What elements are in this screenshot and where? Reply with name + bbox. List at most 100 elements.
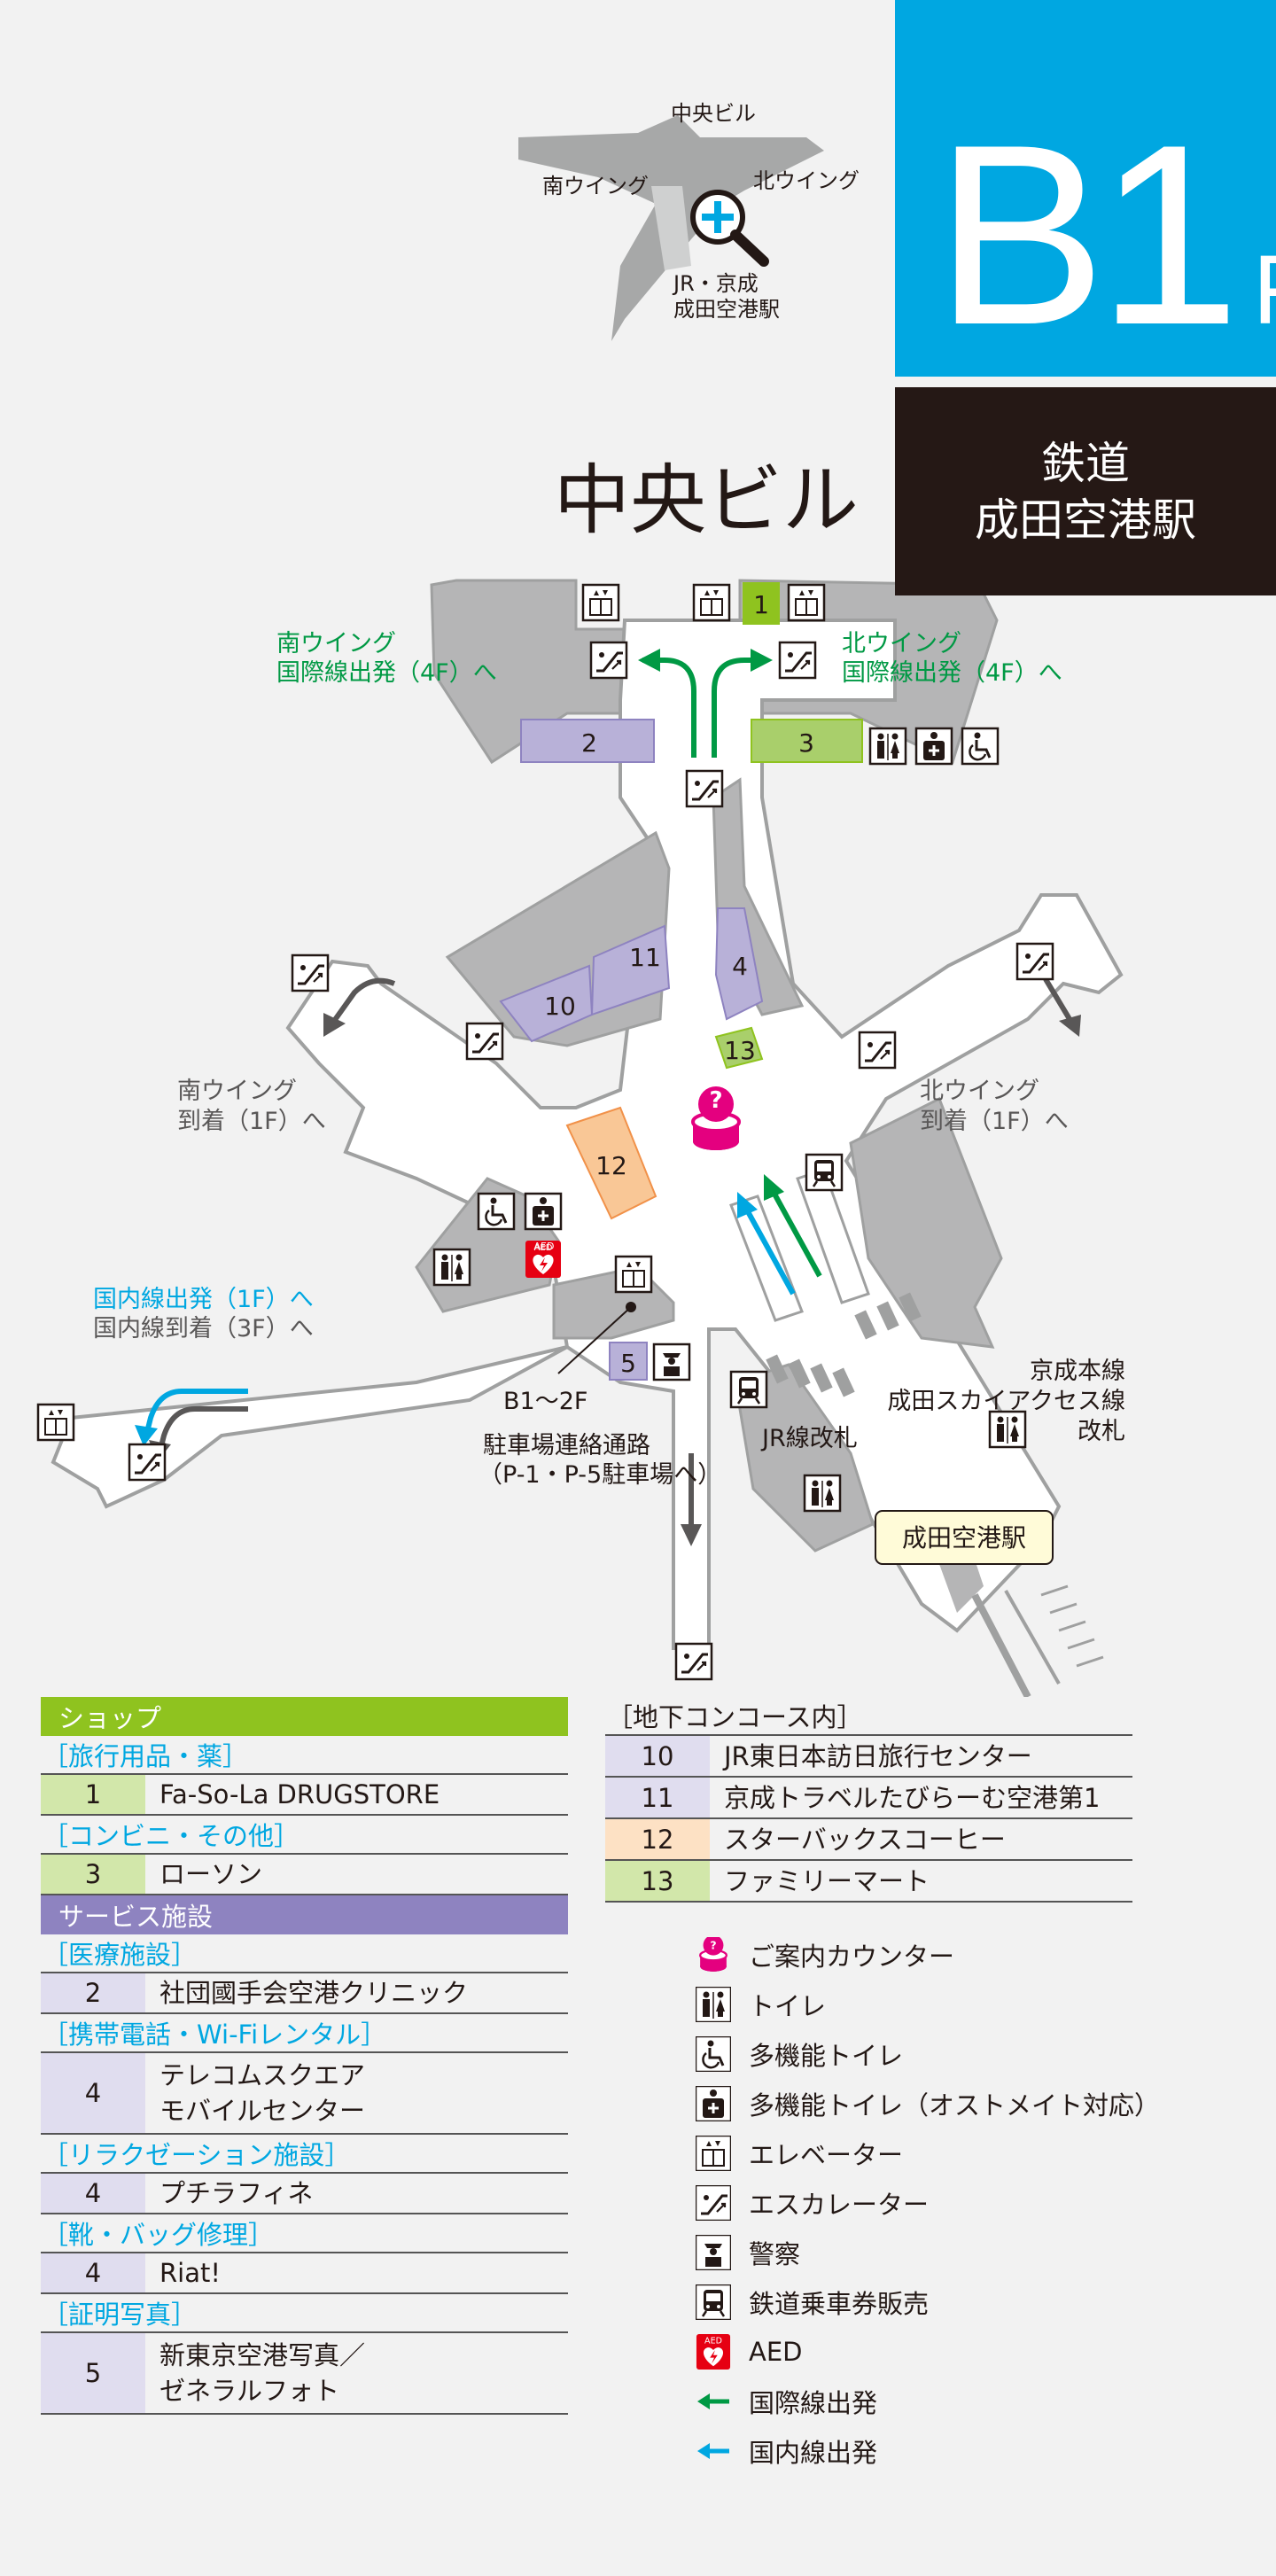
legend-police: 警察 bbox=[696, 2231, 800, 2274]
svg-text:?: ? bbox=[710, 1939, 716, 1952]
b1-2f-label: B1～2F bbox=[503, 1388, 587, 1415]
legend-train: 鉄道乗車券販売 bbox=[696, 2281, 929, 2323]
legend-row[interactable]: 12 スターバックスコーヒー bbox=[605, 1819, 1132, 1861]
shop-header: ショップ bbox=[41, 1697, 568, 1736]
legend-label: ご案内カウンター bbox=[749, 1942, 955, 1972]
shop-1[interactable] bbox=[743, 582, 780, 625]
shop-service-legend: ショップ ［旅行用品・薬］ 1 Fa-So-La DRUGSTORE ［コンビニ… bbox=[41, 1697, 568, 2415]
locator-south-label: 南ウイング bbox=[542, 174, 649, 198]
shop-10-number: 10 bbox=[544, 992, 576, 1021]
escalator-icon bbox=[128, 1443, 167, 1482]
legend-num: 4 bbox=[41, 2053, 145, 2133]
legend-num: 4 bbox=[41, 2174, 145, 2213]
legend-row[interactable]: 11 京成トラベルたびらーむ空港第1 bbox=[605, 1778, 1132, 1819]
shop-areas bbox=[499, 582, 863, 1381]
ostomate-toilet-icon bbox=[524, 1192, 563, 1231]
elevator-icon bbox=[36, 1403, 75, 1442]
legend-row[interactable]: 5 新東京空港写真／ ゼネラルフォト bbox=[41, 2333, 568, 2415]
shop-13-number: 13 bbox=[724, 1036, 756, 1065]
north-arr-label-1: 北ウイング bbox=[920, 1078, 1039, 1105]
shop-5[interactable] bbox=[609, 1342, 648, 1381]
locator-map bbox=[518, 115, 824, 341]
floor-main: B1 bbox=[935, 91, 1241, 378]
shop-12-number: 12 bbox=[595, 1151, 627, 1180]
escalator-icon bbox=[685, 769, 724, 808]
shop-11[interactable] bbox=[590, 924, 671, 1016]
elevator-icon bbox=[696, 2136, 731, 2171]
shop-5-number: 5 bbox=[620, 1349, 636, 1378]
north-intl-label-1: 北ウイング bbox=[842, 630, 961, 658]
accessible-toilet-icon bbox=[696, 2036, 731, 2072]
floor-badge bbox=[895, 0, 1276, 377]
legend-name: Fa-So-La DRUGSTORE bbox=[160, 1779, 440, 1809]
shop-13[interactable] bbox=[714, 1026, 764, 1070]
legend-label: トイレ bbox=[749, 1991, 827, 2021]
legend-row[interactable]: 10 JR東日本訪日旅行センター bbox=[605, 1736, 1132, 1778]
south-arr-label-2: 到着（1F）へ bbox=[177, 1108, 326, 1135]
accessible-toilet-icon bbox=[961, 727, 1000, 766]
shop-1-number: 1 bbox=[753, 590, 769, 619]
ostomate-toilet-icon bbox=[914, 727, 953, 766]
toilet-icon bbox=[696, 1987, 731, 2022]
legend-elevator: エレベーター bbox=[696, 2132, 903, 2175]
legend-num: 3 bbox=[41, 1855, 145, 1894]
mobile-category: ［携帯電話・Wi-Fiレンタル］ bbox=[41, 2014, 568, 2053]
legend-num: 4 bbox=[41, 2253, 145, 2292]
south-intl-label-2: 国際線出発（4F）へ bbox=[276, 659, 497, 687]
legend-label: エスカレーター bbox=[749, 2190, 930, 2220]
legend-row[interactable]: 3 ローソン bbox=[41, 1855, 568, 1895]
map-aed-label: AED bbox=[534, 1241, 555, 1252]
floor-suffix: F bbox=[1253, 236, 1276, 345]
station-label-box: 成田空港駅 bbox=[875, 1510, 1054, 1565]
shop-numbers: 1 2 3 4 5 10 11 12 13 bbox=[544, 590, 814, 1378]
aed-icon bbox=[696, 2334, 731, 2370]
legend-label: 警察 bbox=[749, 2239, 801, 2269]
south-intl-label-1: 南ウイング bbox=[276, 630, 396, 658]
legend-info: ? ご案内カウンター bbox=[696, 1934, 954, 1976]
toilet-icon bbox=[432, 1248, 471, 1287]
train-ticket-icon bbox=[729, 1370, 768, 1409]
green-arrow-icon bbox=[697, 2393, 729, 2409]
shop-3[interactable] bbox=[751, 719, 863, 763]
legend-escalator: エスカレーター bbox=[696, 2182, 929, 2224]
legend-num: 2 bbox=[41, 1973, 145, 2012]
photo-category: ［証明写真］ bbox=[41, 2294, 568, 2333]
train-ticket-icon bbox=[696, 2284, 731, 2320]
legend-row[interactable]: 4 テレコムスクエア モバイルセンター bbox=[41, 2053, 568, 2135]
legend-label: エレベーター bbox=[749, 2140, 904, 2170]
shop-4-number: 4 bbox=[732, 952, 748, 981]
legend-label: 多機能トイレ（オストメイト対応） bbox=[749, 2090, 1161, 2121]
legend-name-line-1: テレコムスクエア bbox=[160, 2060, 366, 2090]
legend-num: 13 bbox=[605, 1861, 710, 1901]
jr-gate-label: JR線改札 bbox=[760, 1425, 858, 1452]
keisei-label-2: 成田スカイアクセス線 bbox=[887, 1388, 1125, 1415]
shop-12[interactable] bbox=[565, 1106, 657, 1220]
escalator-icon bbox=[465, 1022, 504, 1061]
escalator-icon bbox=[589, 641, 628, 680]
route-arrows bbox=[135, 649, 1081, 1546]
station-label: 成田空港駅 bbox=[902, 1523, 1026, 1553]
legend-green-arrow: 国際線出発 bbox=[696, 2380, 877, 2423]
travel-category: ［旅行用品・薬］ bbox=[41, 1736, 568, 1775]
legend-row[interactable]: 2 社団國手会空港クリニック bbox=[41, 1973, 568, 2014]
legend-num: 5 bbox=[41, 2333, 145, 2413]
legend-num: 11 bbox=[605, 1778, 710, 1817]
legend-row[interactable]: 4 Riat! bbox=[41, 2253, 568, 2294]
shop-2[interactable] bbox=[520, 719, 655, 763]
map-labels: 南ウイング 国際線出発（4F）へ 北ウイング 国際線出発（4F）へ 南ウイング … bbox=[93, 630, 1125, 1489]
shop-4[interactable] bbox=[714, 907, 764, 1021]
legend-row[interactable]: 4 プチラフィネ bbox=[41, 2174, 568, 2214]
train-ticket-icon bbox=[805, 1153, 844, 1192]
escalator-icon bbox=[291, 953, 330, 992]
keisei-label-3: 改札 bbox=[1078, 1418, 1125, 1445]
legend-name: Riat! bbox=[160, 2258, 221, 2288]
locator-station-label-2: 成田空港駅 bbox=[673, 297, 780, 322]
escalator-icon bbox=[1015, 942, 1054, 981]
legend-name: スターバックスコーヒー bbox=[724, 1824, 1006, 1855]
legend-label: AED bbox=[749, 2337, 803, 2367]
legend-row[interactable]: 13 ファミリーマート bbox=[605, 1861, 1132, 1903]
repair-category: ［靴・バッグ修理］ bbox=[41, 2214, 568, 2253]
legend-toilet: トイレ bbox=[696, 1983, 826, 2026]
floor-label: B1F bbox=[935, 106, 1276, 419]
legend-row[interactable]: 1 Fa-So-La DRUGSTORE bbox=[41, 1775, 568, 1816]
